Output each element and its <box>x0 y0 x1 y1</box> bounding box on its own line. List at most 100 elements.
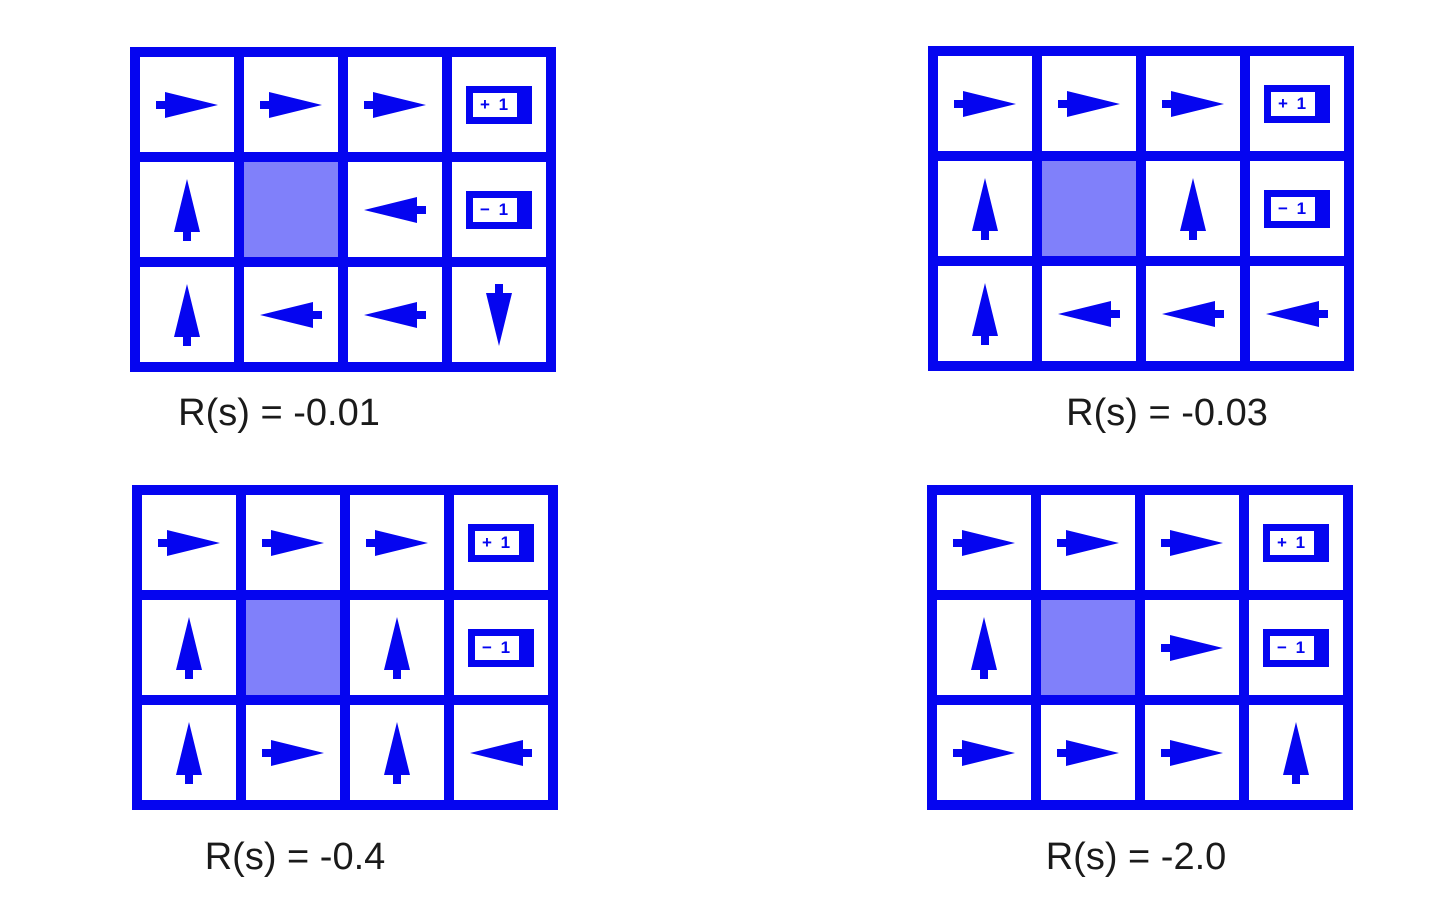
cell-policy-up <box>350 600 444 695</box>
right-arrow-icon <box>1161 529 1223 556</box>
left-arrow-icon <box>1266 300 1328 327</box>
up-arrow-icon <box>1283 721 1309 784</box>
cell-policy-left <box>1042 266 1136 361</box>
cell-policy-up <box>142 705 236 800</box>
left-arrow-icon <box>364 301 426 328</box>
terminal-plus-one: + 1 <box>1263 523 1329 562</box>
cell-terminal-plus: + 1 <box>1249 495 1343 590</box>
cell-policy-left <box>1146 266 1240 361</box>
up-arrow-icon <box>1180 177 1206 240</box>
right-arrow-icon <box>953 529 1015 556</box>
cell-policy-up <box>938 266 1032 361</box>
terminal-plus-one: + 1 <box>468 523 534 562</box>
cell-terminal-minus: − 1 <box>452 162 546 257</box>
up-arrow-icon <box>384 721 410 784</box>
cell-policy-right <box>1041 705 1135 800</box>
right-arrow-icon <box>156 91 218 118</box>
cell-policy-right <box>246 705 340 800</box>
right-arrow-icon <box>1058 90 1120 117</box>
cell-terminal-minus: − 1 <box>1249 600 1343 695</box>
cell-policy-up <box>1249 705 1343 800</box>
terminal-plus-one: + 1 <box>466 85 532 124</box>
terminal-minus-one: − 1 <box>468 628 534 667</box>
right-arrow-icon <box>1057 529 1119 556</box>
cell-policy-up <box>350 705 444 800</box>
up-arrow-icon <box>176 616 202 679</box>
up-arrow-icon <box>174 283 200 346</box>
right-arrow-icon <box>158 529 220 556</box>
right-arrow-icon <box>1161 634 1223 661</box>
cell-policy-right <box>246 495 340 590</box>
cell-policy-right <box>937 705 1031 800</box>
cell-policy-right <box>348 57 442 152</box>
right-arrow-icon <box>262 529 324 556</box>
up-arrow-icon <box>176 721 202 784</box>
cell-policy-right <box>938 56 1032 151</box>
gridworld-r-minus-0-01: + 1 − 1 <box>130 47 556 372</box>
cell-policy-right <box>1145 600 1239 695</box>
cell-policy-up <box>142 600 236 695</box>
cell-policy-right <box>1145 495 1239 590</box>
cell-policy-right <box>140 57 234 152</box>
reward-label-r-minus-0-03: R(s) = -0.03 <box>1066 392 1268 434</box>
right-arrow-icon <box>1162 90 1224 117</box>
cell-terminal-minus: − 1 <box>1250 161 1344 256</box>
right-arrow-icon <box>1057 739 1119 766</box>
cell-terminal-plus: + 1 <box>454 495 548 590</box>
wall-cell <box>246 600 340 695</box>
cell-policy-up <box>938 161 1032 256</box>
right-arrow-icon <box>953 739 1015 766</box>
cell-policy-right <box>244 57 338 152</box>
cell-policy-down <box>452 267 546 362</box>
left-arrow-icon <box>260 301 322 328</box>
terminal-minus-one: − 1 <box>1263 628 1329 667</box>
left-arrow-icon <box>1058 300 1120 327</box>
up-arrow-icon <box>384 616 410 679</box>
terminal-minus-one: − 1 <box>1264 189 1330 228</box>
cell-terminal-plus: + 1 <box>452 57 546 152</box>
left-arrow-icon <box>470 739 532 766</box>
cell-policy-left <box>348 267 442 362</box>
left-arrow-icon <box>364 196 426 223</box>
right-arrow-icon <box>954 90 1016 117</box>
cell-policy-right <box>937 495 1031 590</box>
cell-policy-right <box>142 495 236 590</box>
cell-policy-left <box>454 705 548 800</box>
cell-policy-up <box>140 267 234 362</box>
cell-policy-right <box>350 495 444 590</box>
cell-policy-left <box>348 162 442 257</box>
terminal-minus-one: − 1 <box>466 190 532 229</box>
right-arrow-icon <box>1161 739 1223 766</box>
cell-terminal-minus: − 1 <box>454 600 548 695</box>
up-arrow-icon <box>174 178 200 241</box>
cell-policy-up <box>140 162 234 257</box>
reward-label-r-minus-0-01: R(s) = -0.01 <box>178 392 380 434</box>
gridworld-r-minus-0-03: + 1 − 1 <box>928 46 1354 371</box>
cell-policy-right <box>1146 56 1240 151</box>
gridworld-r-minus-0-4: + 1 − 1 <box>132 485 558 810</box>
cell-terminal-plus: + 1 <box>1250 56 1344 151</box>
wall-cell <box>1041 600 1135 695</box>
down-arrow-icon <box>486 283 512 346</box>
cell-policy-up <box>937 600 1031 695</box>
wall-cell <box>1042 161 1136 256</box>
up-arrow-icon <box>972 282 998 345</box>
up-arrow-icon <box>972 177 998 240</box>
reward-label-r-minus-2-0: R(s) = -2.0 <box>1045 836 1227 878</box>
reward-label-r-minus-0-4: R(s) = -0.4 <box>204 836 386 878</box>
right-arrow-icon <box>364 91 426 118</box>
cell-policy-right <box>1145 705 1239 800</box>
right-arrow-icon <box>366 529 428 556</box>
cell-policy-right <box>1042 56 1136 151</box>
up-arrow-icon <box>971 616 997 679</box>
cell-policy-right <box>1041 495 1135 590</box>
left-arrow-icon <box>1162 300 1224 327</box>
gridworld-r-minus-2-0: + 1 − 1 <box>927 485 1353 810</box>
right-arrow-icon <box>262 739 324 766</box>
cell-policy-up <box>1146 161 1240 256</box>
cell-policy-left <box>244 267 338 362</box>
cell-policy-left <box>1250 266 1344 361</box>
wall-cell <box>244 162 338 257</box>
terminal-plus-one: + 1 <box>1264 84 1330 123</box>
